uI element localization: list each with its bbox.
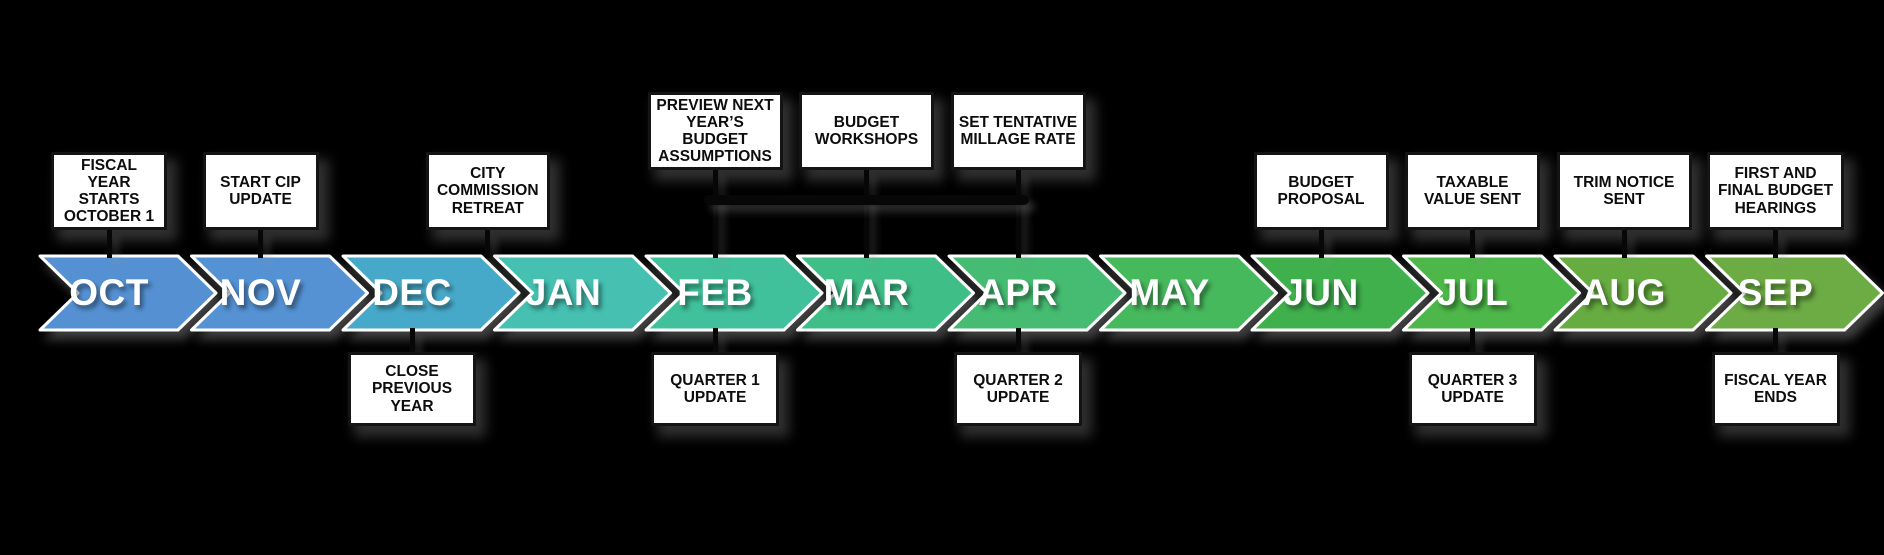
month-chevron-apr [947,254,1127,332]
event-box-quarter-1-update: QUARTER 1 UPDATE [651,352,779,426]
month-chevron-feb [644,254,824,332]
event-box-fiscal-year-ends: FISCAL YEAR ENDS [1711,352,1840,426]
timeline-chevrons [38,254,1884,332]
connector-line [106,230,112,258]
connector-line [1015,328,1021,352]
connector-line [1621,230,1627,258]
month-chevron-jul [1402,254,1581,332]
group-tie-bar [704,195,1029,205]
event-box-preview-next-year-s-budget-assumptions: PREVIEW NEXT YEAR’S BUDGET ASSUMPTIONS [647,92,783,170]
event-box-start-cip-update: START CIP UPDATE [202,152,319,230]
month-chevron-mar [796,254,975,332]
event-box-set-tentative-millage-rate: SET TENTATIVE MILLAGE RATE [950,92,1086,170]
connector-line [485,230,491,258]
month-chevron-sep [1705,254,1884,332]
connector-line [409,328,415,352]
event-box-taxable-value-sent: TAXABLE VALUE SENT [1405,152,1540,230]
event-box-trim-notice-sent: TRIM NOTICE SENT [1556,152,1692,230]
event-box-close-previous-year: CLOSE PREVIOUS YEAR [348,352,476,426]
month-chevron-dec [341,254,521,332]
connector-line [1470,230,1475,258]
month-chevron-may [1099,254,1278,332]
connector-line [1773,230,1778,258]
connector-line [258,230,263,258]
event-box-city-commission-retreat: CITY COMMISSION RETREAT [425,152,550,230]
connector-line-group [712,170,718,258]
month-chevron-jun [1250,254,1430,332]
event-box-first-and-final-budget-hearings: FIRST AND FINAL BUDGET HEARINGS [1707,152,1844,230]
connector-line-group [864,170,869,258]
connector-line [1318,230,1324,258]
event-box-quarter-2-update: QUARTER 2 UPDATE [954,352,1082,426]
event-box-quarter-3-update: QUARTER 3 UPDATE [1408,352,1537,426]
month-chevron-aug [1553,254,1733,332]
month-chevron-oct [38,254,218,332]
connector-line [1773,328,1778,352]
connector-line [1470,328,1475,352]
month-chevron-jan [493,254,672,332]
connector-line-group [1015,170,1021,258]
event-box-budget-workshops: BUDGET WORKSHOPS [799,92,934,170]
connector-line [712,328,718,352]
event-box-budget-proposal: BUDGET PROPOSAL [1253,152,1389,230]
event-box-fiscal-year-starts-october-1: FISCAL YEAR STARTS OCTOBER 1 [51,152,167,230]
month-chevron-nov [190,254,369,332]
